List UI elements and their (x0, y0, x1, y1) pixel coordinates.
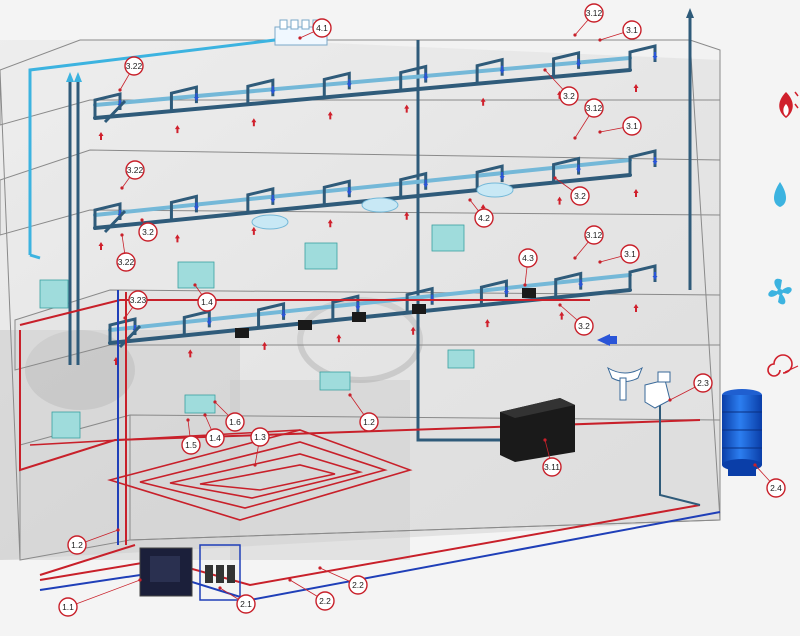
callout-label: 3.1 (626, 121, 638, 131)
spiral-icon (767, 354, 799, 377)
callout-label: 3.23 (130, 295, 147, 305)
fan-icon (768, 278, 792, 305)
callout-label: 1.6 (229, 417, 241, 427)
sprinkler-networks (93, 44, 658, 365)
callout-label: 1.4 (209, 433, 221, 443)
callout-label: 3.11 (544, 462, 560, 472)
callout-3-22: 3.22 (116, 252, 136, 272)
callout-label: 1.2 (71, 540, 83, 550)
callout-label: 3.1 (624, 249, 636, 259)
callout-3-1: 3.1 (622, 20, 642, 40)
callout-label: 2.1 (240, 599, 252, 609)
callout-3-22: 3.22 (124, 56, 144, 76)
callout-label: 2.3 (697, 378, 709, 388)
callout-3-12: 3.12 (584, 98, 604, 118)
callout-3-1: 3.1 (622, 116, 642, 136)
callout-label: 3.2 (563, 91, 575, 101)
water-drop-icon (774, 182, 786, 207)
fire-icon (779, 91, 799, 118)
callout-label: 1.4 (201, 297, 213, 307)
callout-label: 1.5 (185, 440, 197, 450)
light-blue-riser (28, 38, 276, 260)
callout-label: 3.1 (626, 25, 638, 35)
callout-4-2: 4.2 (474, 208, 494, 228)
callout-label: 3.12 (586, 103, 603, 113)
callout-2-4: 2.4 (766, 478, 786, 498)
callout-label: 3.2 (142, 227, 154, 237)
callout-1-2: 1.2 (67, 535, 87, 555)
callout-2-3: 2.3 (693, 373, 713, 393)
callout-3-23: 3.23 (128, 290, 148, 310)
callout-2-2: 2.2 (315, 591, 335, 611)
radiators (39, 224, 475, 439)
callout-label: 4.2 (478, 213, 490, 223)
sprinkler-floor-2 (93, 149, 658, 250)
callout-label: 3.22 (118, 257, 135, 267)
callout-label: 3.22 (126, 61, 143, 71)
callout-3-2: 3.2 (138, 222, 158, 242)
callout-1-4: 1.4 (205, 428, 225, 448)
callout-1-3: 1.3 (250, 427, 270, 447)
boiler-unit (139, 544, 241, 601)
callout-1-6: 1.6 (225, 412, 245, 432)
callout-3-12: 3.12 (584, 225, 604, 245)
callout-3-2: 3.2 (570, 186, 590, 206)
callout-label: 1.3 (254, 432, 266, 442)
callout-label: 2.4 (770, 483, 782, 493)
callout-4-1: 4.1 (312, 18, 332, 38)
callouts: 4.1 3.12 3.1 3.2 3.22 3.12 3.1 3.2 3.22 4.2 3.2 3.2… (58, 3, 786, 617)
water-tank (722, 389, 762, 476)
callout-2-1: 2.1 (236, 594, 256, 614)
callout-1-5: 1.5 (181, 435, 201, 455)
callout-1-1: 1.1 (58, 597, 78, 617)
callout-label: 2.2 (352, 580, 364, 590)
callout-3-2: 3.2 (559, 86, 579, 106)
storage-tank (500, 398, 575, 462)
inlet-arrow (597, 334, 610, 346)
callout-2-2: 2.2 (348, 575, 368, 595)
callout-3-2: 3.2 (574, 316, 594, 336)
callout-label: 1.1 (62, 602, 74, 612)
callout-3-12: 3.12 (584, 3, 604, 23)
callout-3-22: 3.22 (125, 160, 145, 180)
callout-label: 4.3 (522, 253, 534, 263)
callout-label: 3.12 (586, 230, 603, 240)
callout-label: 2.2 (319, 596, 331, 606)
main-risers (68, 15, 692, 442)
callout-4-3: 4.3 (518, 248, 538, 268)
callout-label: 3.2 (574, 191, 586, 201)
heating-lines (19, 290, 721, 602)
sprinkler-floor-3 (108, 264, 658, 365)
sprinkler-floor-1 (93, 44, 658, 140)
callout-3-11: 3.11 (542, 457, 562, 477)
callout-1-4: 1.4 (197, 292, 217, 312)
callout-label: 3.12 (586, 8, 603, 18)
callout-label: 1.2 (363, 417, 375, 427)
callout-label: 3.2 (578, 321, 590, 331)
callout-label: 3.22 (127, 165, 144, 175)
callout-label: 4.1 (316, 23, 328, 33)
callout-3-1: 3.1 (620, 244, 640, 264)
sink-and-toilet (606, 366, 671, 409)
callout-1-2: 1.2 (359, 412, 379, 432)
